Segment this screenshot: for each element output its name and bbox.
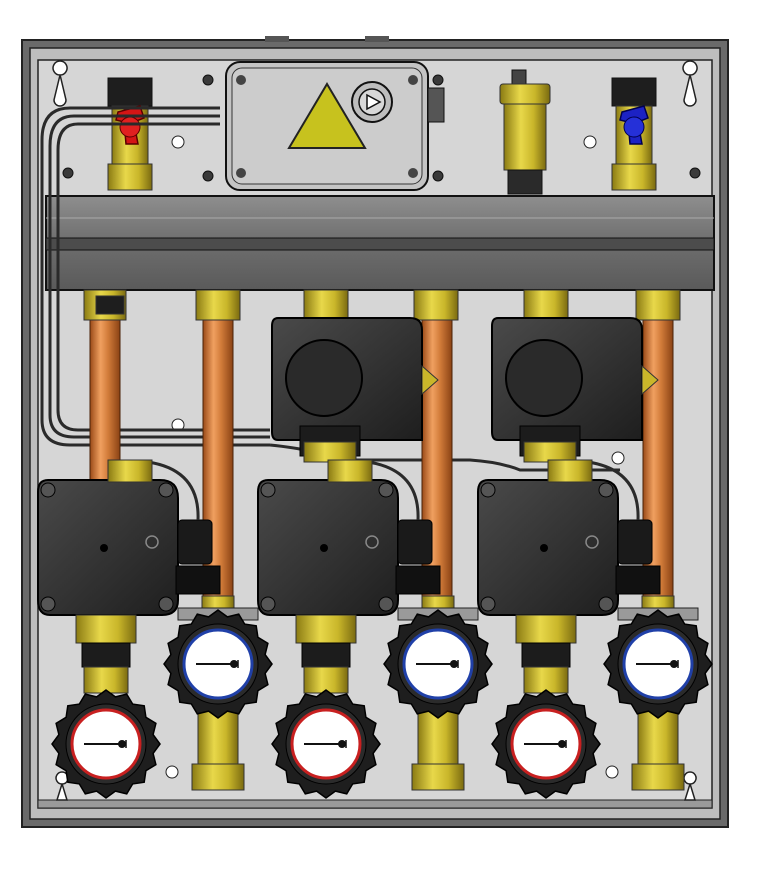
pump-symbol-icon: [351, 81, 393, 123]
brass-fitting: [295, 614, 357, 694]
warning-triangle-icon: [287, 82, 367, 149]
brass-fitting: [177, 595, 259, 791]
lower-assemblies: [51, 595, 713, 799]
circulation-pumps: [37, 459, 661, 616]
manifold-fittings: [83, 289, 681, 321]
thermometer-red-icon: [51, 689, 161, 799]
return-ball-valve: [611, 77, 657, 191]
supply-ball-valve: [107, 77, 153, 191]
panel-holes: [165, 135, 625, 779]
thermometer-blue-icon: [383, 609, 493, 719]
keyhole-icon: [682, 60, 698, 107]
mixing-valve-actuator: [271, 317, 439, 463]
mixing-valve-actuator: [491, 317, 659, 463]
thermometer-red-icon: [271, 689, 381, 799]
manifold: [45, 195, 715, 291]
thermometer-blue-icon: [163, 609, 273, 719]
circulation-pump-icon: [257, 459, 441, 616]
screw-icons: [62, 74, 701, 182]
cable-bundle: [40, 106, 620, 472]
control-box: [225, 61, 445, 191]
circulation-pump-icon: [477, 459, 661, 616]
thermometer-red-icon: [491, 689, 601, 799]
air-vent: [499, 69, 551, 195]
keyhole-icon: [683, 771, 697, 801]
brass-fitting: [515, 614, 577, 694]
circulation-pump-icon: [37, 459, 221, 616]
keyhole-icon: [52, 60, 68, 107]
thermometer-blue-icon: [603, 609, 713, 719]
mounting-slot-icons: [52, 60, 698, 801]
keyhole-icon: [55, 771, 69, 801]
brass-fitting: [75, 614, 137, 694]
